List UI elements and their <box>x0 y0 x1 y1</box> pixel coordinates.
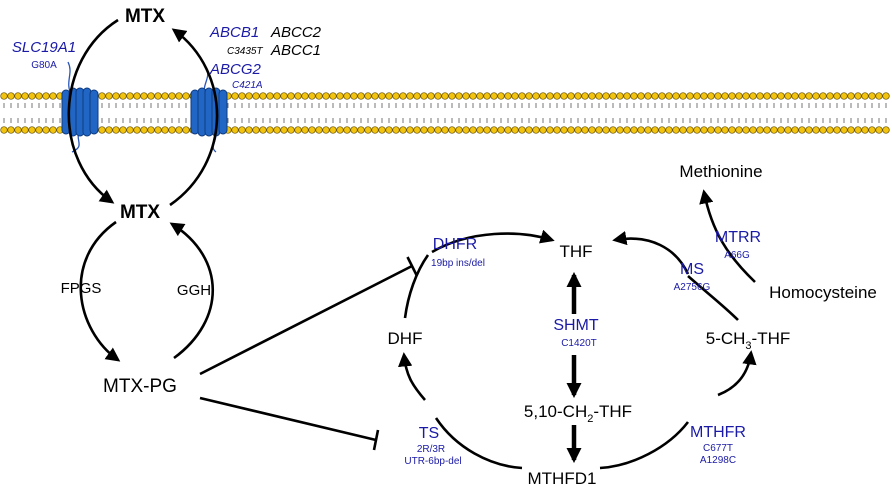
lipid-tails <box>3 103 887 123</box>
fpgs-arrow <box>79 220 121 362</box>
mtrr-snp-label: A66G <box>724 250 750 261</box>
efflux-arrow <box>169 28 219 207</box>
slc19a1-label: SLC19A1 <box>12 39 76 56</box>
ch3-thf-label: 5-CH3-THF <box>706 329 791 352</box>
mtx-extracellular-label: MTX <box>125 6 165 27</box>
mthfr-label: MTHFR <box>690 424 746 441</box>
ggh-arrow <box>169 222 215 360</box>
fpgs-label: FPGS <box>61 280 102 297</box>
cell-membrane <box>0 92 890 134</box>
ch3thf-to-ms-arc <box>687 275 739 321</box>
inhibit-dhfr-line <box>199 264 413 376</box>
homocysteine-to-methionine-arrow <box>699 189 756 283</box>
ggh-label: GGH <box>177 282 211 299</box>
abcc1-label: ABCC1 <box>270 42 321 59</box>
mtx-intracellular-label: MTX <box>120 202 160 223</box>
mthfr-snp1-label: C677T <box>703 443 733 454</box>
thf-label: THF <box>559 242 592 261</box>
folate-cycle-labels: DHFR 19bp ins/del THF DHF SHMT C1420T 5,… <box>388 236 791 488</box>
methionine-cycle-labels: Methionine Homocysteine MTRR A66G MS A27… <box>674 162 877 302</box>
inhibit-dhfr-bar <box>406 256 418 276</box>
abcb1-label: ABCB1 <box>209 24 259 41</box>
dhfr-to-thf-arrow <box>431 229 555 254</box>
mtrr-label: MTRR <box>715 229 761 246</box>
transport-labels: MTX MTX SLC19A1 G80A ABCB1 ABCC2 C3435T … <box>12 6 322 223</box>
ms-snp-label: A2756G <box>674 282 711 293</box>
shmt-label: SHMT <box>553 317 599 334</box>
transporter-abc <box>190 67 228 153</box>
abcg2-snp-label: C421A <box>232 80 263 91</box>
dhf-label: DHF <box>388 329 423 348</box>
transport-arrows <box>67 18 219 207</box>
mthfr-to-mthfd1-arc <box>599 421 690 470</box>
mthfd1-to-ts-arc <box>434 417 523 470</box>
ts-snp2-label: UTR-6bp-del <box>404 456 461 467</box>
abcg2-label: ABCG2 <box>209 61 262 78</box>
polyglutamation-labels: FPGS GGH MTX-PG <box>61 280 212 397</box>
slc19a1-snp-label: G80A <box>31 60 57 71</box>
ms-to-thf-arrow <box>612 231 690 275</box>
inhibition-lines <box>199 256 418 451</box>
inhibit-ts-bar <box>372 429 380 451</box>
polyglutamation-arrows <box>79 220 215 362</box>
mthfd1-label: MTHFD1 <box>528 469 597 488</box>
ts-label: TS <box>419 425 439 442</box>
methionine-label: Methionine <box>679 162 762 181</box>
transporter-slc19a1 <box>61 61 99 153</box>
shmt-snp-label: C1420T <box>561 338 597 349</box>
abcb1-snp-label: C3435T <box>227 46 263 57</box>
ts-to-dhf-arrow <box>398 352 426 401</box>
mtx-pg-label: MTX-PG <box>103 376 177 397</box>
dhfr-snp-label: 19bp ins/del <box>431 258 485 269</box>
influx-arrow <box>67 18 119 204</box>
dhfr-label: DHFR <box>433 236 477 253</box>
folate-cycle-arrows <box>398 189 757 470</box>
homocysteine-label: Homocysteine <box>769 283 877 302</box>
ts-snp1-label: 2R/3R <box>417 444 445 455</box>
ch2-thf-label: 5,10-CH2-THF <box>524 402 632 425</box>
inhibit-ts-line <box>199 396 377 442</box>
ms-label: MS <box>680 261 704 278</box>
dhf-to-dhfr-arc <box>403 254 430 319</box>
abcc2-label: ABCC2 <box>270 24 322 41</box>
mthfr-snp2-label: A1298C <box>700 455 736 466</box>
mthfr-to-ch3thf-arrow <box>717 350 757 397</box>
lipid-heads <box>0 92 890 134</box>
